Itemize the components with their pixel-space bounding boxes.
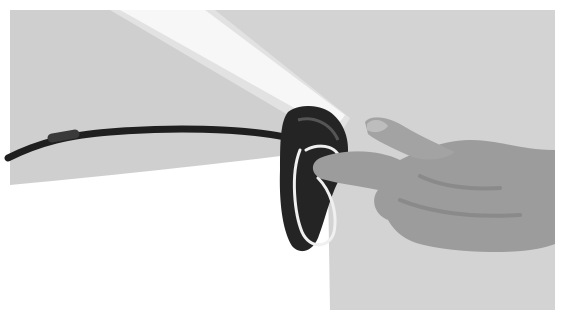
- cable-joint: [52, 134, 75, 138]
